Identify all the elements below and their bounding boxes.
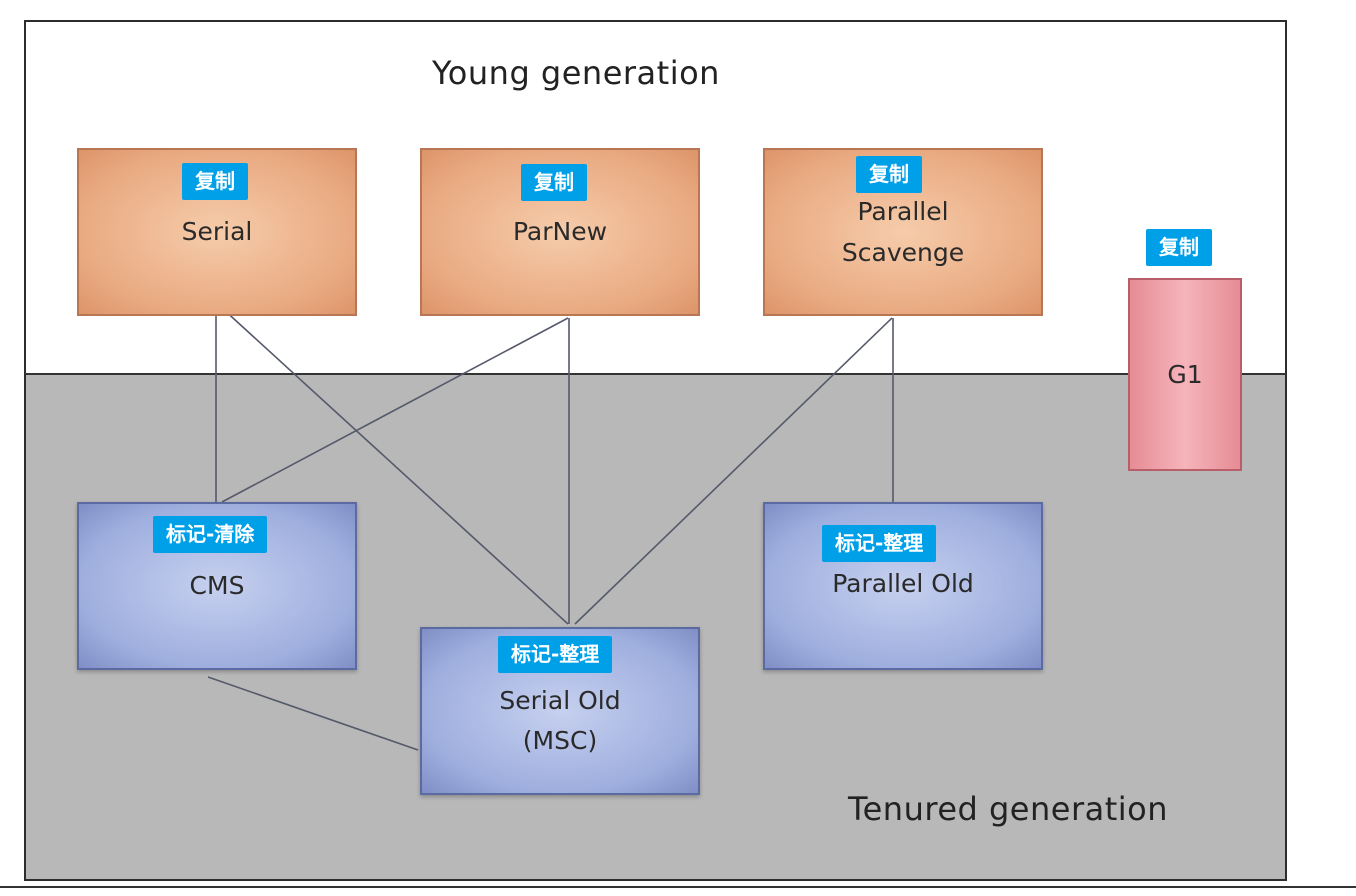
collector-name-line-2: Scavenge [841, 238, 965, 267]
algorithm-tag-parallel-scavenge: 复制 [856, 156, 922, 193]
collector-name: Serial [181, 217, 253, 246]
bottom-divider [0, 886, 1356, 888]
connector-parallel-scavenge-serial-old [574, 317, 893, 625]
connector-cms-serial-old [207, 676, 419, 751]
young-generation-title: Young generation [432, 54, 720, 92]
collector-name-line-1: Parallel [857, 196, 949, 226]
connector-parnew-cms [221, 317, 569, 503]
algorithm-tag-parnew: 复制 [521, 164, 587, 201]
algorithm-tag-g1: 复制 [1146, 229, 1212, 266]
collector-name: ParNew [512, 217, 608, 246]
tenured-generation-title: Tenured generation [848, 790, 1169, 828]
collector-name: G1 [1167, 359, 1203, 389]
algorithm-tag-cms: 标记-清除 [153, 516, 268, 553]
collector-g1: G1 [1128, 278, 1242, 471]
algorithm-tag-parallel-old: 标记-整理 [822, 525, 937, 562]
collector-name-line-2: (MSC) [522, 726, 598, 755]
collector-name: CMS [189, 571, 245, 600]
collector-parallel-scavenge: Parallel Scavenge [763, 148, 1043, 316]
algorithm-tag-serial-old: 标记-整理 [498, 636, 613, 673]
collector-name-line-1: Serial Old [499, 686, 621, 715]
collector-name: Parallel Old [832, 569, 974, 598]
algorithm-tag-serial: 复制 [182, 163, 248, 200]
connector-serial-serial-old [221, 307, 569, 625]
